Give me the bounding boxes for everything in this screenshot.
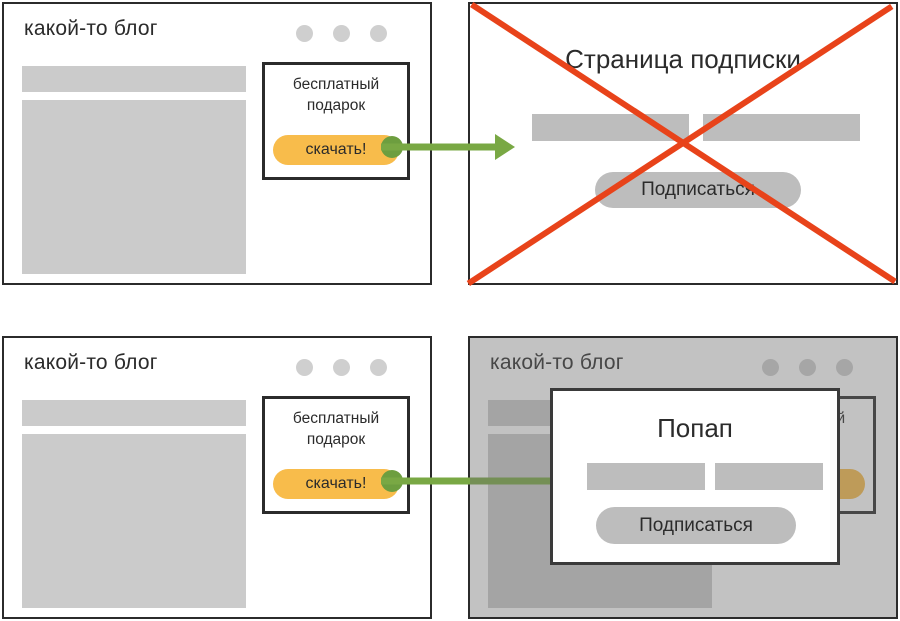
page-title: какой-то блог [490,351,624,374]
content-placeholder-bar [22,66,246,92]
window-dot-icon[interactable] [296,359,313,376]
content-placeholder-block [22,100,246,274]
window-dot-icon[interactable] [333,25,350,42]
content-placeholder-block [22,434,246,608]
window-dot-icon[interactable] [370,25,387,42]
form-field-placeholder[interactable] [532,114,689,141]
arrow-shaft [381,143,499,151]
form-field-placeholder[interactable] [703,114,860,141]
panel-bottom-left-blog-window: какой-то блог бесплатный подарок скачать… [2,336,432,619]
download-button[interactable]: скачать! [273,469,399,499]
form-field-placeholder[interactable] [715,463,823,490]
panel-top-right-subscription-page: Страница подписки Подписаться [466,1,898,287]
panel-bottom-right-blog-with-popup: какой-то блог бесплатный подарок скачать… [468,336,898,619]
arrow-shaft [381,477,567,485]
gift-heading-line-2: подарок [306,431,366,448]
page-title: какой-то блог [24,17,158,40]
page-title: какой-то блог [24,351,158,374]
gift-heading-line-1: бесплатный [292,76,380,93]
gift-widget: бесплатный подарок скачать! [262,62,410,180]
window-dot-icon[interactable] [836,359,853,376]
panel-top-left-blog-window: какой-то блог бесплатный подарок скачать… [2,2,432,285]
gift-widget-heading: бесплатный подарок [265,408,407,450]
arrow-top-left-to-right [381,134,516,160]
gift-heading-line-2: подарок [306,97,366,114]
subscription-page-title: Страница подписки [565,44,801,74]
content-placeholder-bar [22,400,246,426]
subscription-popup: Попап Подписаться [550,388,840,565]
subscribe-button[interactable]: Подписаться [596,507,796,544]
gift-heading-line-1: бесплатный [292,410,380,427]
download-button[interactable]: скачать! [273,135,399,165]
window-dots [296,359,387,376]
arrow-head-icon [495,134,515,160]
window-dot-icon[interactable] [799,359,816,376]
window-dots [762,359,853,376]
form-field-placeholder[interactable] [587,463,705,490]
subscribe-button[interactable]: Подписаться [595,172,801,208]
gift-widget: бесплатный подарок скачать! [262,396,410,514]
window-dot-icon[interactable] [762,359,779,376]
popup-title: Попап [657,413,733,443]
window-dot-icon[interactable] [370,359,387,376]
window-dots [296,25,387,42]
window-dot-icon[interactable] [296,25,313,42]
gift-widget-heading: бесплатный подарок [265,74,407,116]
window-dot-icon[interactable] [333,359,350,376]
